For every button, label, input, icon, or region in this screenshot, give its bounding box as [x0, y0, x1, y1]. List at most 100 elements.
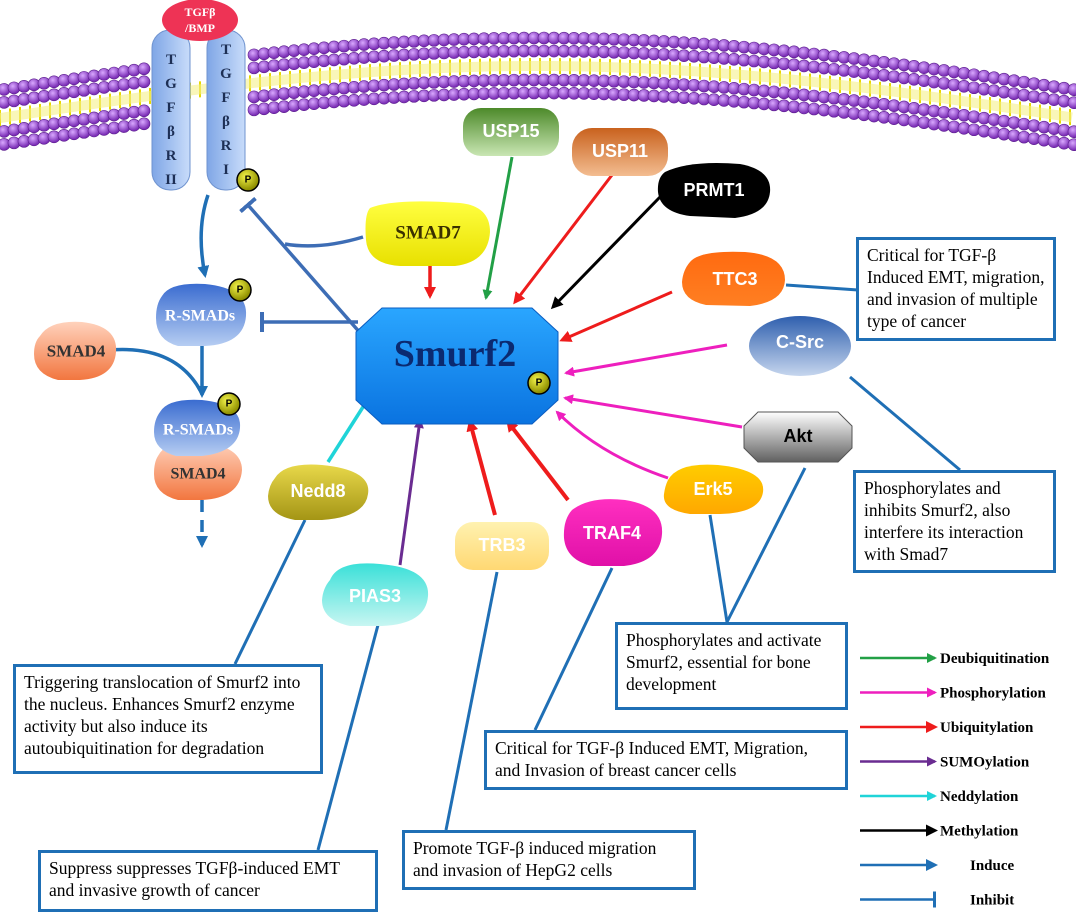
- svg-text:USP11: USP11: [592, 141, 648, 161]
- r2letters-char: G: [165, 76, 177, 92]
- legend-label-phosphorylation: Phosphorylation: [940, 686, 1047, 702]
- edge-erk5-smurf2: [555, 410, 669, 480]
- svg-text:P: P: [245, 175, 252, 186]
- link-nedd8-box: [233, 519, 307, 665]
- svg-text:PRMT1: PRMT1: [683, 180, 744, 200]
- node-pias3[interactable]: PIAS3: [322, 563, 429, 626]
- r1letters-char: R: [221, 138, 232, 154]
- membrane-bead: [137, 104, 151, 118]
- legend-label-neddylation: Neddylation: [940, 789, 1019, 805]
- node-akt[interactable]: Akt: [743, 411, 853, 463]
- link-traf4-box: [533, 567, 614, 731]
- svg-text:Akt: Akt: [783, 426, 812, 446]
- node-csrc[interactable]: C-Src: [749, 316, 851, 376]
- svg-text:Erk5: Erk5: [693, 479, 732, 499]
- edge-receptor-rsmads: [197, 194, 210, 278]
- r1letters-char: F: [221, 90, 230, 106]
- edge-akt-smurf2: [563, 394, 743, 429]
- box-trb3: Promote TGF-β induced migration and inva…: [402, 830, 696, 890]
- svg-text:TRAF4: TRAF4: [583, 523, 641, 543]
- node-smurf2[interactable]: Smurf2 P: [355, 307, 559, 425]
- svg-text:C-Src: C-Src: [776, 332, 824, 352]
- r2letters-char: R: [166, 148, 177, 164]
- edge-ttc3-smurf2: [559, 290, 673, 342]
- cell-membrane: [0, 31, 1076, 151]
- legend-label-sumoylation: SUMOylation: [940, 755, 1030, 771]
- r1letters-char: β: [222, 114, 230, 130]
- r2letters-char: II: [165, 172, 177, 188]
- r1letters-char: I: [223, 162, 229, 178]
- svg-text:USP15: USP15: [482, 121, 539, 141]
- r2letters-char: T: [166, 52, 176, 68]
- node-smad4-free[interactable]: SMAD4: [34, 321, 117, 380]
- legend-label-methylation: Methylation: [940, 824, 1019, 840]
- node-rsmads[interactable]: R-SMADs P: [156, 278, 252, 346]
- legend-label-induce: Induce: [970, 858, 1015, 874]
- node-usp11[interactable]: USP11: [572, 128, 668, 176]
- edge-smurf2-inhibit-receptor: [239, 196, 364, 337]
- svg-text:R-SMADs: R-SMADs: [165, 308, 235, 325]
- node-nedd8[interactable]: Nedd8: [268, 464, 369, 520]
- ligand-label-1: TGFβ: [185, 5, 216, 19]
- svg-text:SMAD7: SMAD7: [395, 223, 461, 244]
- node-traf4[interactable]: TRAF4: [563, 499, 663, 566]
- legend-label-inhibit: Inhibit: [970, 893, 1014, 909]
- node-usp15[interactable]: USP15: [463, 108, 559, 156]
- svg-text:P: P: [226, 399, 233, 410]
- membrane-bead: [1067, 138, 1076, 151]
- svg-text:R-SMADs: R-SMADs: [163, 422, 233, 439]
- edge-traf4-smurf2: [506, 419, 570, 502]
- node-smad-complex[interactable]: SMAD4 R-SMADs P: [154, 392, 242, 500]
- link-csrc-box: [849, 375, 961, 472]
- svg-text:PIAS3: PIAS3: [349, 586, 401, 606]
- node-smad7[interactable]: SMAD7: [365, 201, 491, 266]
- svg-text:TTC3: TTC3: [713, 269, 758, 289]
- link-akt-box: [725, 467, 807, 623]
- link-ttc3-box: [785, 283, 859, 292]
- link-trb3-box: [444, 571, 499, 831]
- membrane-bead: [137, 117, 151, 131]
- nodes: Smurf2 P SMAD7 USP15 USP11 PRMT1 TTC3 C-…: [34, 108, 853, 626]
- box-ttc3: Critical for TGF-β Induced EMT, migratio…: [856, 237, 1056, 341]
- node-ttc3[interactable]: TTC3: [682, 251, 785, 306]
- edge-usp15-smurf2: [482, 156, 514, 300]
- edge-prmt1-smurf2: [550, 195, 662, 310]
- tgfb-ligand: [162, 0, 238, 41]
- edge-trb3-smurf2: [466, 419, 497, 516]
- link-erk5-box: [708, 514, 729, 623]
- membrane-bead: [1067, 83, 1076, 96]
- node-prmt1[interactable]: PRMT1: [657, 163, 771, 218]
- r2letters-char: β: [167, 124, 175, 140]
- node-trb3[interactable]: TRB3: [455, 522, 549, 570]
- membrane-bead: [137, 62, 151, 76]
- membrane-bead: [1067, 125, 1076, 138]
- edge-pias3-smurf2: [398, 418, 424, 566]
- membrane-bead: [1067, 96, 1076, 109]
- r1letters-char: G: [220, 66, 232, 82]
- ligand-label-2: /BMP: [184, 21, 215, 35]
- svg-text:SMAD4: SMAD4: [47, 342, 106, 361]
- svg-text:Nedd8: Nedd8: [290, 481, 345, 501]
- legend-label-deubiquitination: Deubiquitination: [940, 651, 1050, 667]
- membrane-bead: [137, 75, 151, 89]
- legend-label-ubiquitylation: Ubiquitylation: [940, 720, 1034, 736]
- box-traf4: Critical for TGF-β Induced EMT, Migratio…: [484, 730, 848, 790]
- svg-text:P: P: [536, 378, 543, 389]
- svg-text:SMAD4: SMAD4: [170, 466, 225, 483]
- edge-smad7-receptor: [284, 235, 364, 248]
- svg-text:P: P: [237, 285, 244, 296]
- r2letters-char: F: [166, 100, 175, 116]
- legend: DeubiquitinationPhosphorylationUbiquityl…: [860, 651, 1050, 909]
- node-erk5[interactable]: Erk5: [663, 464, 764, 514]
- svg-text:TRB3: TRB3: [478, 535, 525, 555]
- box-nedd8: Triggering translocation of Smurf2 into …: [13, 664, 323, 774]
- box-pias3: Suppress suppresses TGFβ-induced EMT and…: [38, 850, 378, 912]
- link-pias3-box: [316, 624, 380, 851]
- edge-csrc-smurf2: [564, 343, 728, 377]
- r1letters-char: T: [221, 42, 231, 58]
